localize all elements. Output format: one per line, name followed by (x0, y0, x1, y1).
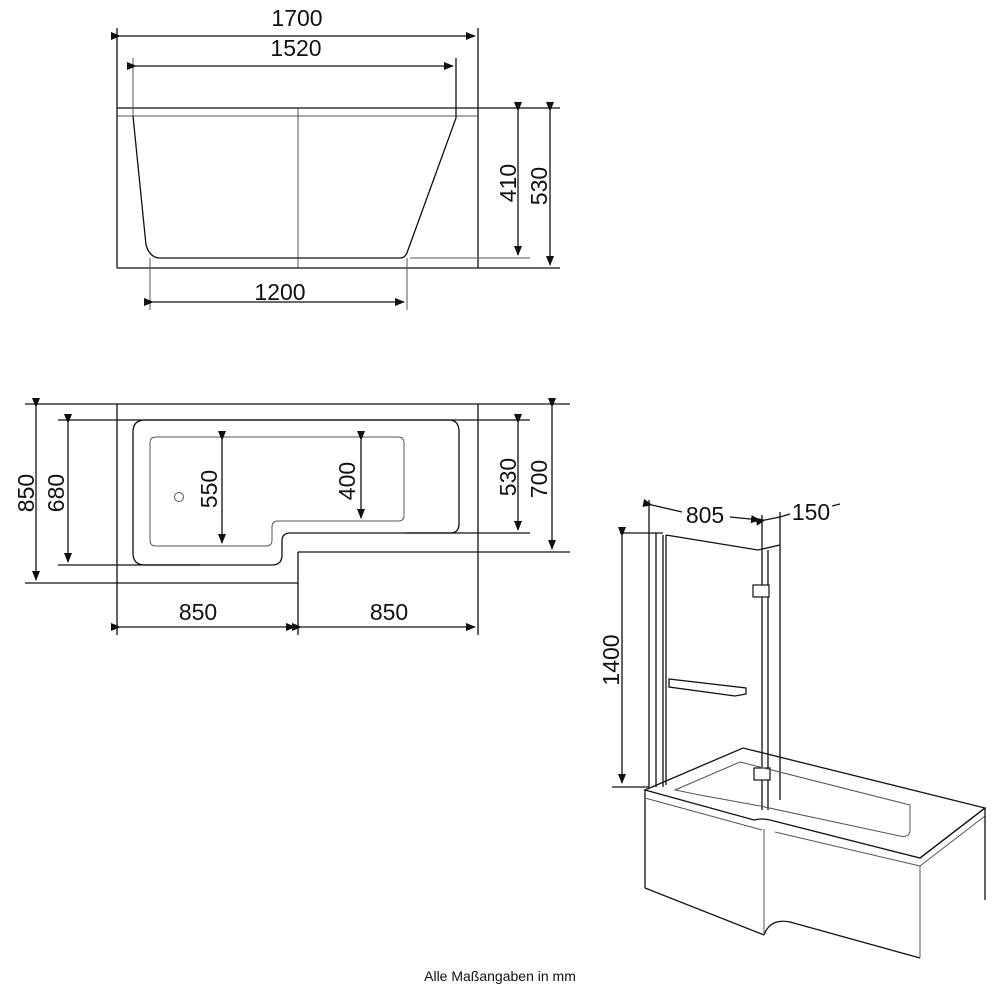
dim-screen-height: 1400 (598, 634, 624, 685)
dim-total-width: 850 (13, 474, 39, 512)
dim-inner-depth: 410 (495, 164, 521, 202)
dim-total-height: 530 (526, 167, 552, 205)
dim-narrow-outer-depth: 530 (495, 458, 521, 496)
dim-left-segment: 850 (179, 599, 217, 625)
dim-basin-narrow-depth: 400 (334, 462, 360, 500)
dim-right-segment: 850 (370, 599, 408, 625)
top-view: 850 680 550 400 530 700 850 850 (13, 398, 570, 635)
dim-narrow-total-width: 700 (526, 460, 552, 498)
dim-screen-width: 805 (686, 502, 724, 528)
units-note: Alle Maßangaben in mm (424, 968, 576, 984)
dim-bottom-length: 1200 (254, 279, 305, 305)
dim-overall-length: 1700 (271, 5, 322, 31)
dim-inner-outline-width: 680 (43, 474, 69, 512)
dim-swing-panel-width: 150 (792, 499, 830, 525)
dim-basin-wide-depth: 550 (196, 470, 222, 508)
perspective-view: 805 150 1400 (598, 499, 987, 959)
side-view: 1700 1520 1200 410 530 (111, 5, 560, 310)
dim-rim-length: 1520 (270, 35, 321, 61)
